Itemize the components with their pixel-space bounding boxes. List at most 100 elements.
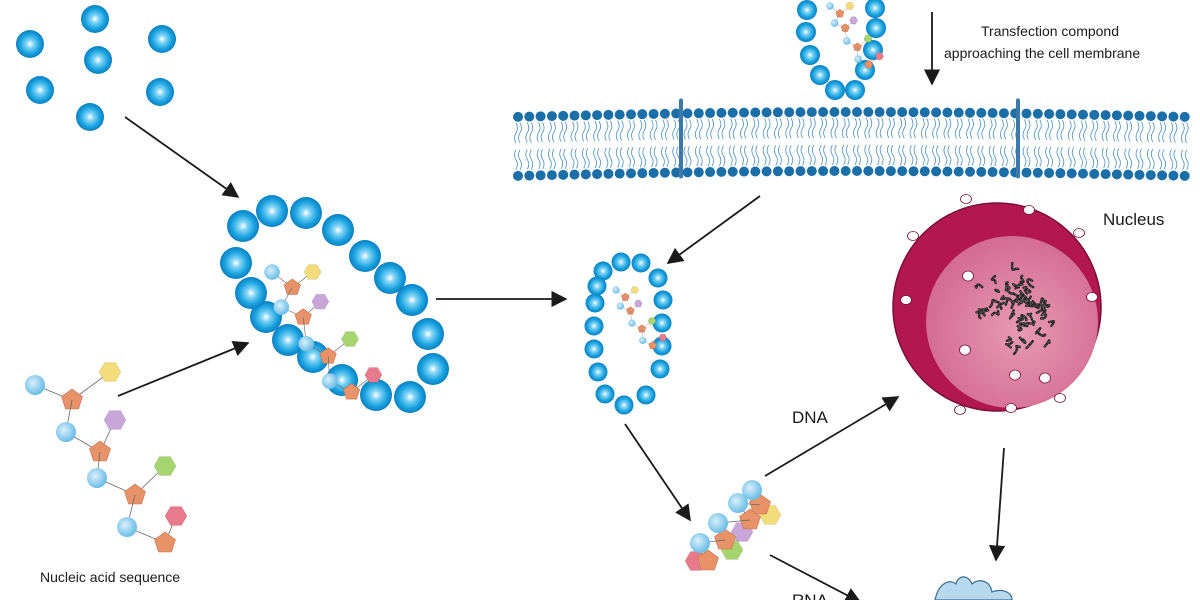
lipid-bead-icon: [652, 313, 672, 333]
lipid-head: [727, 166, 738, 177]
lipid-head: [1111, 110, 1122, 121]
lipid-tail: [1079, 147, 1087, 168]
lipid-head: [987, 108, 998, 119]
base-hexagon-icon: [303, 264, 322, 280]
vesicle-internalized: [584, 252, 673, 415]
lipid-head: [671, 167, 682, 178]
lipid-head: [739, 107, 749, 118]
base-hexagon-icon: [634, 299, 643, 308]
lipid-bead-icon: [585, 293, 605, 313]
lipid-head: [829, 166, 840, 177]
lipid-tail: [841, 144, 850, 166]
lipid-tail: [525, 149, 534, 170]
lipid-head: [965, 166, 975, 177]
lipid-head: [1168, 170, 1179, 181]
lipid-tail: [661, 119, 669, 140]
lipid-tail: [570, 148, 579, 169]
nuclear-pore: [907, 231, 919, 241]
lipid-tail: [1113, 148, 1121, 169]
sugar-pentagon-icon: [697, 549, 719, 571]
nucleus-label: Nucleus: [1103, 210, 1164, 229]
lipid-tail: [717, 145, 726, 167]
lipid-tail: [559, 121, 568, 143]
nucleus-icon: [892, 194, 1102, 415]
nuclear-pore: [1039, 372, 1051, 384]
transfection-label-line1: Transfection compond: [981, 23, 1119, 39]
sugar-pentagon-icon: [154, 531, 176, 553]
lipid-tail: [514, 122, 522, 144]
lipid-tail: [898, 144, 907, 166]
lipid-bead-icon: [396, 284, 428, 316]
lipid-tail: [615, 120, 624, 141]
lipid-head: [614, 109, 625, 120]
lipid-head: [885, 166, 896, 177]
lipid-tail: [536, 122, 545, 143]
lipid-tail: [581, 121, 590, 142]
lipid-tail: [988, 145, 997, 167]
lipid-tail: [1056, 146, 1065, 168]
sugar-pentagon-icon: [294, 308, 312, 325]
lipid-tail: [649, 146, 658, 168]
lipid-tail: [954, 145, 963, 166]
lipid-tail: [1067, 147, 1076, 168]
lipid-head: [953, 166, 964, 177]
sugar-pentagon-icon: [283, 278, 301, 295]
lipid-head: [942, 107, 953, 118]
lipid-tail: [694, 119, 703, 140]
lipid-tail: [920, 145, 929, 166]
lipid-tail: [1056, 119, 1065, 141]
lipid-tail: [1101, 147, 1110, 169]
lipid-head: [603, 109, 614, 120]
sugar-pentagon-icon: [864, 59, 874, 69]
vesicle-approaching: [796, 0, 886, 100]
lipid-head: [626, 168, 636, 179]
lipid-tail: [830, 117, 839, 139]
lipid-head: [784, 107, 795, 118]
lipid-tail: [706, 118, 714, 140]
lipid-bead-icon: [595, 384, 615, 404]
base-hexagon-icon: [98, 362, 122, 382]
lipid-head: [546, 170, 557, 181]
lipid-head: [648, 167, 659, 178]
lipid-tail: [751, 145, 760, 166]
lipid-head: [705, 108, 716, 119]
phosphate-ball-icon: [830, 19, 839, 27]
lipid-bead-icon: [845, 80, 865, 100]
lipid-head: [682, 167, 693, 178]
lipid-head: [1145, 170, 1156, 181]
lipid-tail: [548, 121, 556, 143]
arrow-vesicle-release: [624, 423, 691, 522]
arrow-chain-to-complex: [117, 341, 250, 397]
lipid-tail: [807, 144, 816, 166]
lipid-tail: [774, 145, 782, 166]
base-hexagon-icon: [341, 331, 359, 347]
base-hexagon-icon: [845, 2, 855, 10]
lipid-head: [1021, 108, 1032, 119]
lipid-bead-icon: [593, 261, 613, 281]
phosphate-ball-icon: [690, 533, 710, 553]
lipid-head: [580, 169, 591, 180]
lipid-tail: [604, 120, 613, 142]
lipid-tail: [1101, 120, 1110, 142]
base-hexagon-icon: [153, 456, 177, 476]
lipid-tail: [740, 118, 748, 139]
lipid-head: [998, 108, 1009, 119]
lipid-head: [1089, 168, 1100, 179]
lipid-tail: [593, 147, 601, 169]
lipid-head: [637, 109, 648, 120]
phosphate-ball-icon: [321, 373, 338, 390]
lipid-head: [727, 107, 738, 118]
lipid-tail: [1180, 122, 1189, 144]
phosphate-ball-icon: [842, 37, 851, 45]
lipid-head: [569, 110, 580, 121]
lipid-tail: [796, 144, 805, 166]
lipid-head: [1157, 111, 1168, 122]
lipid-bead-icon: [800, 45, 820, 65]
lipid-head: [524, 170, 535, 181]
lipid-bead-icon: [412, 318, 444, 350]
lipid-bead-icon: [796, 22, 816, 42]
lipid-head: [716, 107, 727, 118]
lipid-head: [919, 166, 930, 177]
lipid-tail: [751, 118, 760, 139]
lipid-head: [863, 107, 874, 118]
